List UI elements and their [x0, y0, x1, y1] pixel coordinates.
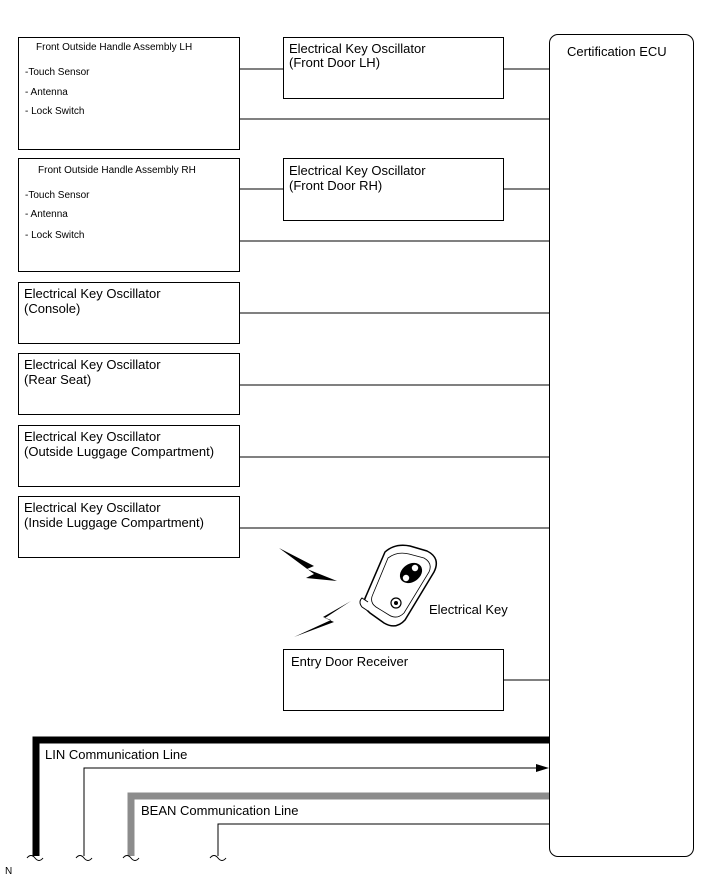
oscillator-rear-seat-line1: Electrical Key Oscillator	[24, 357, 161, 372]
electrical-key-icon	[359, 544, 438, 627]
front-outside-handle-lh-box: Front Outside Handle Assembly LH -Touch …	[18, 37, 240, 150]
oscillator-console-box: Electrical Key Oscillator (Console)	[18, 282, 240, 344]
oscillator-outside-luggage-line1: Electrical Key Oscillator	[24, 429, 161, 444]
oscillator-rear-seat-box: Electrical Key Oscillator (Rear Seat)	[18, 353, 240, 415]
lin-arrow-icon	[536, 764, 549, 772]
entry-door-receiver-label: Entry Door Receiver	[291, 654, 409, 669]
front-outside-handle-rh-box: Front Outside Handle Assembly RH -Touch …	[18, 158, 240, 272]
oscillator-inside-luggage-line2: (Inside Luggage Compartment)	[24, 515, 204, 530]
lin-bus-line	[32, 736, 550, 856]
oscillator-rear-seat-line2: (Rear Seat)	[24, 372, 92, 387]
handle-rh-item-antenna: - Antenna	[25, 209, 68, 220]
break-mark-icon	[209, 855, 227, 861]
handle-lh-item-touch-sensor: -Touch Sensor	[25, 67, 90, 78]
lin-communication-line-label: LIN Communication Line	[45, 747, 188, 762]
oscillator-front-door-rh-box: Electrical Key Oscillator (Front Door RH…	[283, 158, 504, 221]
oscillator-console-line2: (Console)	[24, 301, 81, 316]
wireless-signal-icon	[294, 601, 351, 637]
wireless-signal-icon	[279, 548, 337, 581]
handle-rh-item-lock-switch: - Lock Switch	[25, 230, 85, 241]
oscillator-front-door-rh-line1: Electrical Key Oscillator	[289, 163, 426, 178]
bean-signal-line	[217, 823, 550, 856]
oscillator-front-door-lh-box: Electrical Key Oscillator (Front Door LH…	[283, 37, 504, 99]
lin-signal-line	[83, 767, 536, 856]
certification-ecu-label: Certification ECU	[567, 44, 667, 59]
handle-rh-title: Front Outside Handle Assembly RH	[38, 165, 196, 176]
break-mark-icon	[26, 855, 44, 861]
break-mark-icon	[75, 855, 93, 861]
handle-lh-item-antenna: - Antenna	[25, 87, 68, 98]
oscillator-inside-luggage-line1: Electrical Key Oscillator	[24, 500, 161, 515]
bean-bus-line	[127, 792, 550, 856]
oscillator-front-door-lh-line1: Electrical Key Oscillator	[289, 41, 426, 56]
break-mark-icon	[122, 855, 140, 861]
handle-lh-title: Front Outside Handle Assembly LH	[36, 42, 193, 53]
corner-mark: N	[5, 866, 13, 877]
oscillator-front-door-rh-line2: (Front Door RH)	[289, 178, 383, 193]
entry-door-receiver-box: Entry Door Receiver	[283, 649, 504, 711]
certification-ecu-box: Certification ECU	[549, 34, 694, 857]
handle-lh-item-lock-switch: - Lock Switch	[25, 106, 85, 117]
oscillator-outside-luggage-line2: (Outside Luggage Compartment)	[24, 444, 215, 459]
electrical-key-label: Electrical Key	[429, 602, 508, 617]
oscillator-console-line1: Electrical Key Oscillator	[24, 286, 161, 301]
handle-rh-item-touch-sensor: -Touch Sensor	[25, 190, 90, 201]
bean-communication-line-label: BEAN Communication Line	[141, 803, 299, 818]
oscillator-inside-luggage-box: Electrical Key Oscillator (Inside Luggag…	[18, 496, 240, 558]
oscillator-outside-luggage-box: Electrical Key Oscillator (Outside Lugga…	[18, 425, 240, 487]
oscillator-front-door-lh-line2: (Front Door LH)	[289, 55, 381, 70]
